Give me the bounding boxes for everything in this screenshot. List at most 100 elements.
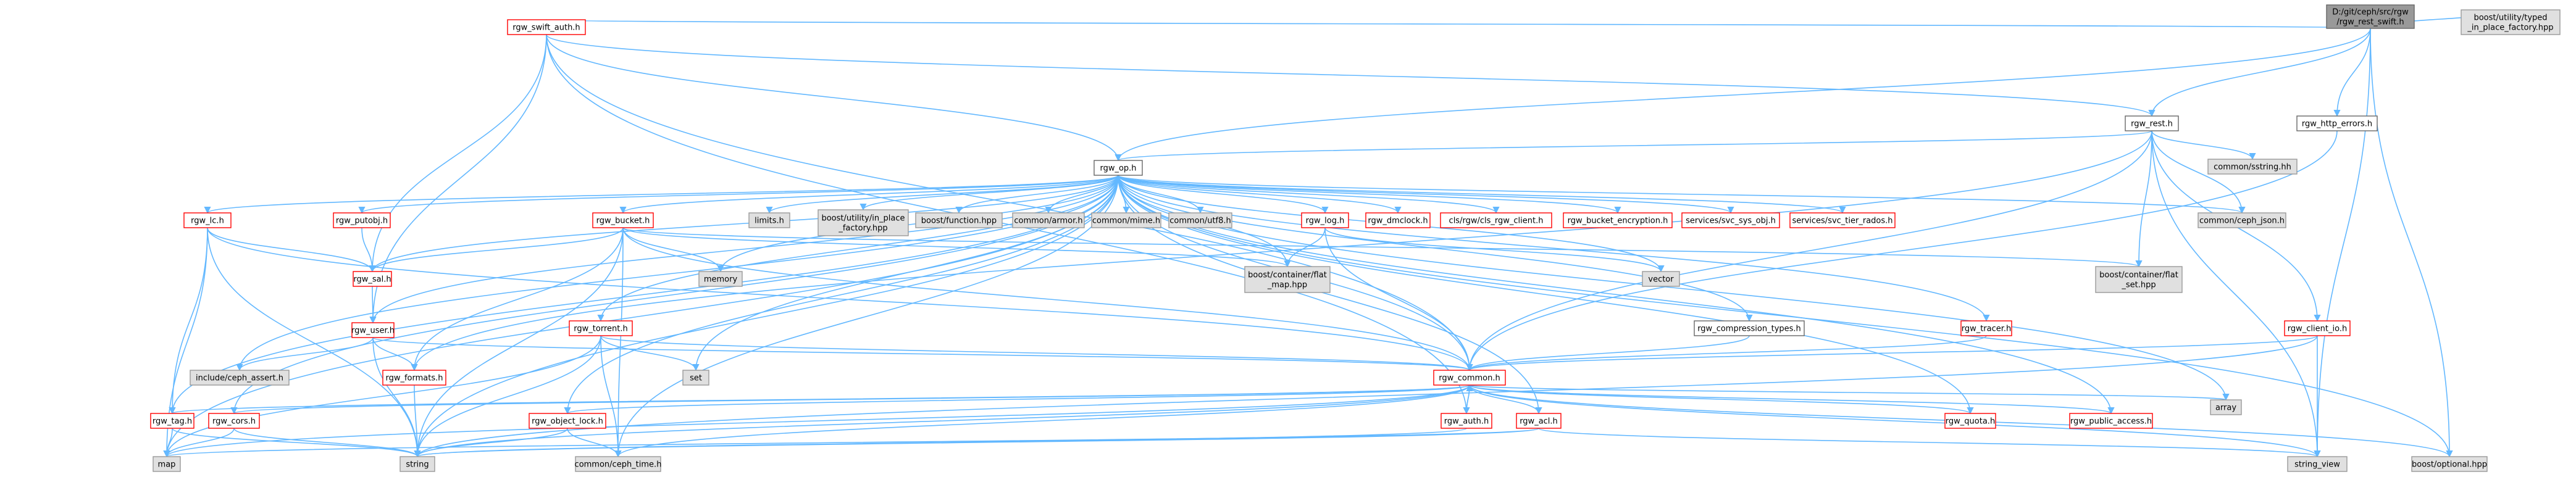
edge-op-to-string <box>414 175 1119 458</box>
edge-common-to-quota <box>1469 384 1974 415</box>
edge-log-to-common <box>1324 227 1473 371</box>
node-bucket[interactable]: rgw_bucket.h <box>592 212 654 228</box>
node-ceph_time[interactable]: common/ceph_time.h <box>575 456 662 472</box>
node-flat_map[interactable]: boost/container/flat_map.hpp <box>1244 266 1331 293</box>
node-cors[interactable]: rgw_cors.h <box>208 413 260 429</box>
node-http_errors[interactable]: rgw_http_errors.h <box>2296 115 2378 131</box>
node-optional[interactable]: boost/optional.hpp <box>2411 456 2488 472</box>
edge-op-to-armor <box>1045 175 1119 214</box>
node-user[interactable]: rgw_user.h <box>351 322 395 338</box>
node-inplace[interactable]: boost/utility/in_place_factory.hpp <box>818 209 909 236</box>
node-compression[interactable]: rgw_compression_types.h <box>1694 320 1805 336</box>
node-label: rgw_auth.h <box>1444 417 1489 426</box>
node-dmclock[interactable]: rgw_dmclock.h <box>1365 212 1431 228</box>
node-box <box>2326 4 2415 29</box>
node-string[interactable]: string <box>399 456 435 472</box>
node-label: rgw_rest.h <box>2131 120 2173 129</box>
node-asset[interactable]: include/ceph_assert.h <box>190 370 290 386</box>
node-limits[interactable]: limits.h <box>748 212 790 228</box>
node-public_access[interactable]: rgw_public_access.h <box>2069 413 2153 429</box>
node-label: rgw_http_errors.h <box>2302 120 2372 129</box>
edge-lc-to-sal <box>207 227 376 273</box>
node-label: cls/rgw/cls_rgw_client.h <box>1449 217 1544 226</box>
node-label: rgw_torrent.h <box>574 325 627 334</box>
node-label: boost/utility/in_place <box>821 214 905 223</box>
node-lc[interactable]: rgw_lc.h <box>183 212 232 228</box>
node-auth[interactable]: rgw_auth.h <box>1441 413 1492 429</box>
edge-common-to-tag <box>169 384 1470 415</box>
edge-common-to-string_view <box>1469 384 2321 458</box>
node-label: rgw_tag.h <box>153 417 192 426</box>
node-sal[interactable]: rgw_sal.h <box>353 271 392 287</box>
node-label: services/svc_sys_obj.h <box>1686 217 1776 226</box>
edge-bucket-to-flat_map <box>622 227 1291 268</box>
node-cstring[interactable]: common/sstring.hh <box>2207 159 2298 175</box>
edge-tag-to-string <box>172 428 421 458</box>
node-memory[interactable]: memory <box>698 271 743 287</box>
node-flat_set[interactable]: boost/container/flat_set.hpp <box>2095 266 2183 293</box>
edge-op-to-torrent <box>597 175 1119 322</box>
node-box <box>2210 399 2242 415</box>
node-box <box>2125 115 2179 131</box>
node-op[interactable]: rgw_op.h <box>1094 160 1143 176</box>
node-box <box>1960 320 2012 336</box>
edge-root-to-swift_auth <box>545 19 2371 29</box>
node-function[interactable]: boost/function.hpp <box>915 212 1003 228</box>
node-objlock[interactable]: rgw_object_lock.h <box>529 413 606 429</box>
edge-http_errors-to-common <box>1466 130 2338 371</box>
node-putobj[interactable]: rgw_putobj.h <box>333 212 391 228</box>
node-label: rgw_acl.h <box>1520 417 1558 426</box>
edge-swift_auth-to-user <box>369 34 547 324</box>
edge-bucket-to-common <box>622 227 1473 371</box>
node-swift_auth[interactable]: rgw_swift_auth.h <box>507 19 586 35</box>
node-typed_factory[interactable]: boost/utility/typed_in_place_factory.hpp <box>2461 9 2561 35</box>
node-vector[interactable]: vector <box>1642 271 1680 287</box>
node-label: rgw_compression_types.h <box>1697 325 1801 334</box>
node-label: _set.hpp <box>2121 281 2156 290</box>
node-box <box>1168 212 1232 228</box>
node-mime[interactable]: common/mime.h <box>1091 212 1161 228</box>
node-box <box>1440 212 1552 228</box>
node-root[interactable]: D:/git/ceph/src/rgw/rgw_rest_swift.h <box>2326 4 2415 29</box>
node-tracer[interactable]: rgw_tracer.h <box>1960 320 2012 336</box>
node-label: boost/function.hpp <box>921 217 997 226</box>
node-box <box>569 320 633 336</box>
node-formats[interactable]: rgw_formats.h <box>382 370 446 386</box>
node-quota[interactable]: rgw_quota.h <box>1944 413 1996 429</box>
node-svc_sys[interactable]: services/svc_sys_obj.h <box>1681 212 1780 228</box>
node-box <box>190 370 290 386</box>
node-svc_tier[interactable]: services/svc_tier_rados.h <box>1789 212 1896 228</box>
node-bucket_enc[interactable]: rgw_bucket_encryption.h <box>1563 212 1673 228</box>
node-set[interactable]: set <box>682 370 709 386</box>
edge-auth-to-common <box>1466 384 1473 414</box>
node-box <box>592 212 654 228</box>
edge-bucket-to-formats <box>411 227 624 371</box>
node-rest[interactable]: rgw_rest.h <box>2125 115 2179 131</box>
edge-op-to-bucket_enc <box>1118 175 1621 214</box>
node-armor[interactable]: common/armor.h <box>1012 212 1085 228</box>
node-json[interactable]: common/ceph_json.h <box>2198 212 2286 228</box>
node-array[interactable]: array <box>2210 399 2242 415</box>
edge-compression-to-common <box>1466 335 1750 371</box>
edge-op-to-svc_tier <box>1118 175 1846 214</box>
node-box <box>382 370 446 386</box>
node-map[interactable]: map <box>153 456 181 472</box>
edge-op-to-tag <box>169 175 1119 415</box>
node-common[interactable]: rgw_common.h <box>1433 370 1506 386</box>
node-label: /rgw_rest_swift.h <box>2336 18 2404 27</box>
node-log[interactable]: rgw_log.h <box>1301 212 1349 228</box>
node-label: memory <box>704 275 738 284</box>
node-tag[interactable]: rgw_tag.h <box>150 413 194 429</box>
node-cls_rgw[interactable]: cls/rgw/cls_rgw_client.h <box>1440 212 1552 228</box>
node-label: rgw_op.h <box>1100 164 1136 173</box>
node-box <box>1244 266 1331 293</box>
edge-bucket-to-flat_set <box>622 227 2142 268</box>
node-string_view[interactable]: string_view <box>2287 456 2348 472</box>
node-label: rgw_swift_auth.h <box>512 23 580 33</box>
node-utf8[interactable]: common/utf8.h <box>1168 212 1232 228</box>
node-acl[interactable]: rgw_acl.h <box>1516 413 1562 429</box>
node-client_io[interactable]: rgw_client_io.h <box>2284 320 2351 336</box>
node-torrent[interactable]: rgw_torrent.h <box>569 320 633 336</box>
node-box <box>1516 413 1562 429</box>
node-box <box>1441 413 1492 429</box>
